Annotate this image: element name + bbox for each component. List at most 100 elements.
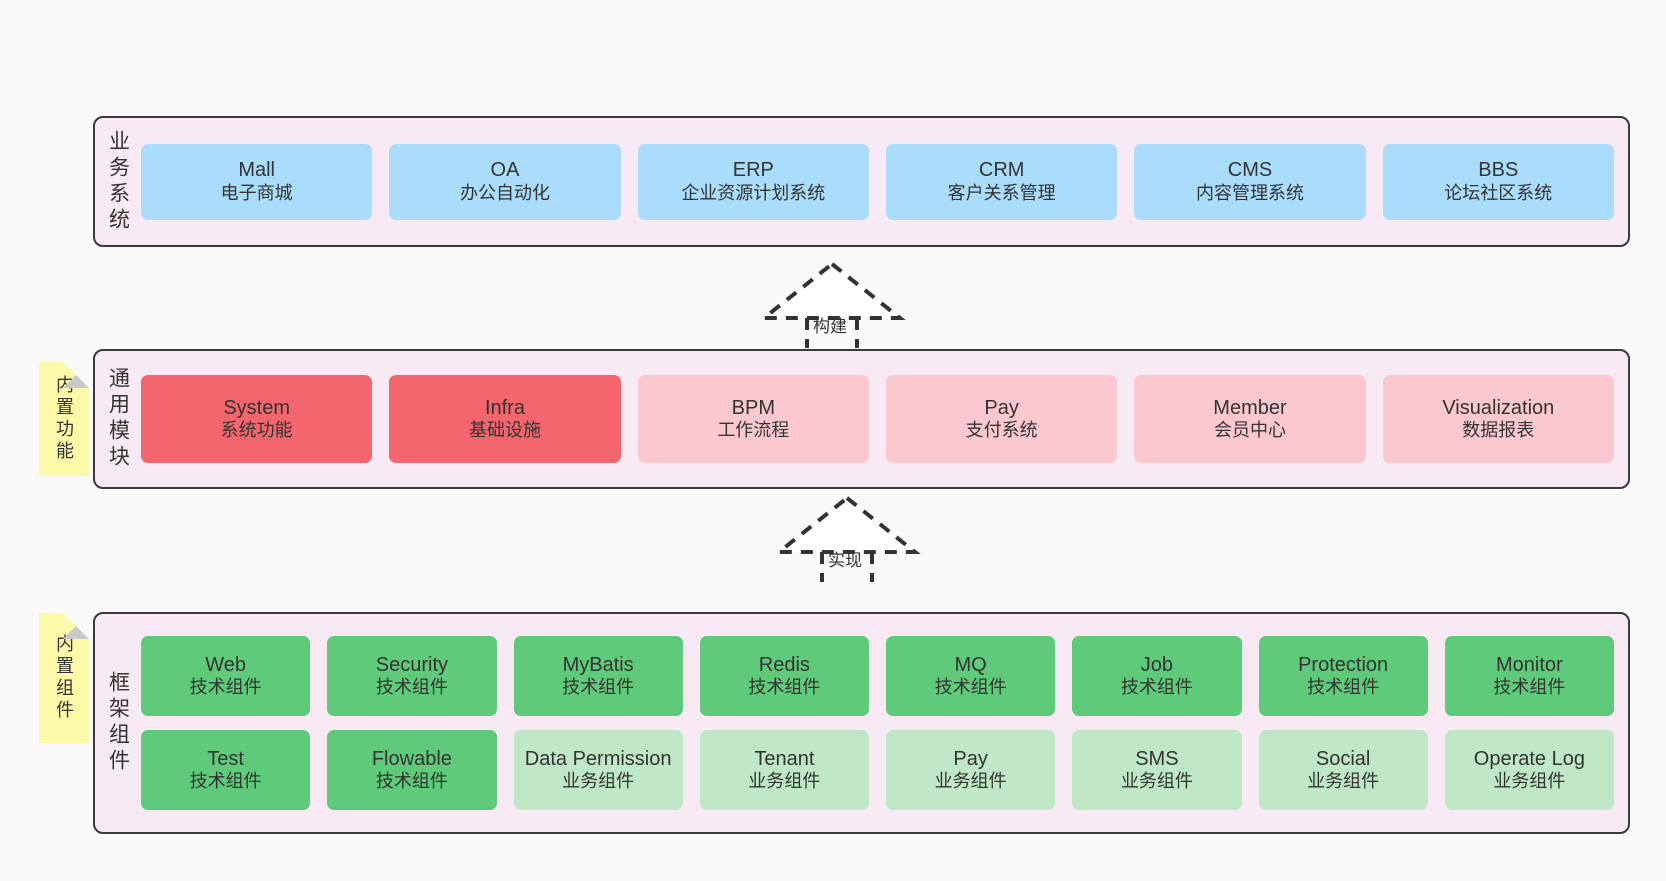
connector-implement: 实现 (772, 492, 922, 582)
box-social-desc: 业务组件 (1307, 771, 1380, 792)
note-fold-cut-icon (63, 362, 89, 388)
box-test-desc: 技术组件 (189, 771, 262, 792)
box-web-desc: 技术组件 (189, 677, 262, 698)
box-mall[interactable]: Mall 电子商城 (141, 143, 373, 220)
box-mybatis[interactable]: MyBatis 技术组件 (513, 636, 683, 716)
box-monitor[interactable]: Monitor 技术组件 (1444, 636, 1614, 716)
box-erp-desc: 企业资源计划系统 (681, 182, 826, 203)
box-cms-desc: 内容管理系统 (1195, 182, 1304, 203)
box-bbs[interactable]: BBS 论坛社区系统 (1382, 143, 1614, 220)
connector-build: 构建 (757, 258, 907, 348)
box-crm-desc: 客户关系管理 (947, 182, 1056, 203)
box-bbs-desc: 论坛社区系统 (1444, 182, 1553, 203)
connector-implement-label: 实现 (828, 551, 862, 570)
box-web-name: Web (205, 653, 246, 676)
box-pay-component-name: Pay (953, 747, 988, 770)
box-system[interactable]: System 系统功能 (141, 375, 373, 463)
box-bpm-name: BPM (731, 396, 775, 419)
framework-business-row: Test 技术组件 Flowable 技术组件 Data Permission … (141, 730, 1614, 810)
layer-common-modules-title: 通用模块 (106, 367, 130, 471)
box-redis[interactable]: Redis 技术组件 (699, 636, 869, 716)
box-mybatis-name: MyBatis (562, 653, 634, 676)
box-operate-log-desc: 业务组件 (1493, 771, 1566, 792)
box-system-name: System (223, 396, 290, 419)
box-tenant-name: Tenant (754, 747, 815, 770)
box-flowable-name: Flowable (371, 747, 452, 770)
layer-framework-components: 框架组件 Web 技术组件 Security 技术组件 MyBatis 技术组件… (93, 612, 1630, 834)
box-monitor-desc: 技术组件 (1493, 677, 1566, 698)
box-mall-name: Mall (238, 159, 275, 182)
layer-framework-components-title: 框架组件 (106, 671, 130, 775)
box-bpm[interactable]: BPM 工作流程 (637, 375, 869, 463)
connector-build-label: 构建 (813, 317, 847, 336)
box-mq-desc: 技术组件 (934, 677, 1007, 698)
box-tenant[interactable]: Tenant 业务组件 (699, 730, 869, 810)
box-infra-name: Infra (484, 396, 525, 419)
box-infra-desc: 基础设施 (468, 420, 541, 441)
layer-business-systems: 业务系统 Mall 电子商城 OA 办公自动化 ERP 企业资源计划系统 CRM… (93, 116, 1630, 247)
box-test[interactable]: Test 技术组件 (141, 730, 311, 810)
box-pay-component[interactable]: Pay 业务组件 (886, 730, 1056, 810)
box-test-name: Test (207, 747, 244, 770)
box-visualization[interactable]: Visualization 数据报表 (1382, 375, 1614, 463)
box-job-name: Job (1140, 653, 1173, 676)
box-member-name: Member (1213, 396, 1287, 419)
framework-tech-row: Web 技术组件 Security 技术组件 MyBatis 技术组件 Redi… (141, 636, 1614, 716)
box-security-desc: 技术组件 (375, 677, 448, 698)
box-pay-component-desc: 业务组件 (934, 771, 1007, 792)
note-builtin-components: 内置组件 (39, 613, 89, 743)
box-cms-name: CMS (1227, 159, 1273, 182)
layer-common-modules-body: System 系统功能 Infra 基础设施 BPM 工作流程 Pay 支付系统… (141, 351, 1628, 487)
box-web[interactable]: Web 技术组件 (141, 636, 311, 716)
connector-implement-arrow (773, 495, 921, 582)
box-crm-name: CRM (978, 159, 1025, 182)
layer-common-modules: 通用模块 System 系统功能 Infra 基础设施 BPM 工作流程 Pay… (93, 349, 1630, 489)
box-pay-module[interactable]: Pay 支付系统 (885, 375, 1118, 463)
box-pay-module-name: Pay (984, 396, 1019, 419)
common-modules-row: System 系统功能 Infra 基础设施 BPM 工作流程 Pay 支付系统… (141, 375, 1614, 463)
business-systems-row: Mall 电子商城 OA 办公自动化 ERP 企业资源计划系统 CRM 客户关系… (141, 143, 1614, 220)
box-oa-desc: 办公自动化 (459, 182, 550, 203)
box-crm[interactable]: CRM 客户关系管理 (885, 143, 1118, 220)
box-infra[interactable]: Infra 基础设施 (389, 375, 621, 463)
box-security-name: Security (375, 653, 448, 676)
box-job[interactable]: Job 技术组件 (1072, 636, 1242, 716)
box-member[interactable]: Member 会员中心 (1134, 375, 1366, 463)
box-protection[interactable]: Protection 技术组件 (1258, 636, 1428, 716)
box-system-desc: 系统功能 (220, 420, 293, 441)
box-operate-log[interactable]: Operate Log 业务组件 (1444, 730, 1614, 810)
box-protection-desc: 技术组件 (1307, 677, 1380, 698)
box-bbs-name: BBS (1478, 159, 1519, 182)
layer-business-systems-body: Mall 电子商城 OA 办公自动化 ERP 企业资源计划系统 CRM 客户关系… (141, 118, 1628, 245)
box-data-permission-desc: 业务组件 (562, 771, 635, 792)
box-operate-log-name: Operate Log (1473, 747, 1585, 770)
box-sms-desc: 业务组件 (1120, 771, 1193, 792)
box-erp-name: ERP (732, 159, 774, 182)
box-sms-name: SMS (1135, 747, 1179, 770)
box-mq-name: MQ (954, 653, 987, 676)
box-oa[interactable]: OA 办公自动化 (389, 143, 621, 220)
connector-build-arrow (758, 261, 906, 348)
note-builtin-components-label: 内置组件 (54, 634, 74, 722)
box-data-permission-name: Data Permission (524, 747, 672, 770)
layer-business-systems-title: 业务系统 (106, 129, 130, 234)
box-job-desc: 技术组件 (1120, 677, 1193, 698)
note-builtin-features: 内置功能 (39, 362, 89, 476)
box-social[interactable]: Social 业务组件 (1258, 730, 1428, 810)
box-cms[interactable]: CMS 内容管理系统 (1134, 143, 1366, 220)
box-visualization-desc: 数据报表 (1462, 420, 1535, 441)
box-protection-name: Protection (1298, 653, 1389, 676)
box-redis-desc: 技术组件 (748, 677, 821, 698)
box-sms[interactable]: SMS 业务组件 (1072, 730, 1242, 810)
box-oa-name: OA (490, 159, 520, 182)
box-bpm-desc: 工作流程 (717, 420, 790, 441)
box-mq[interactable]: MQ 技术组件 (886, 636, 1056, 716)
box-flowable[interactable]: Flowable 技术组件 (327, 730, 497, 810)
box-security[interactable]: Security 技术组件 (327, 636, 497, 716)
box-flowable-desc: 技术组件 (375, 771, 448, 792)
box-erp[interactable]: ERP 企业资源计划系统 (637, 143, 869, 220)
box-member-desc: 会员中心 (1213, 420, 1286, 441)
box-data-permission[interactable]: Data Permission 业务组件 (513, 730, 683, 810)
box-mall-desc: 电子商城 (220, 182, 293, 203)
